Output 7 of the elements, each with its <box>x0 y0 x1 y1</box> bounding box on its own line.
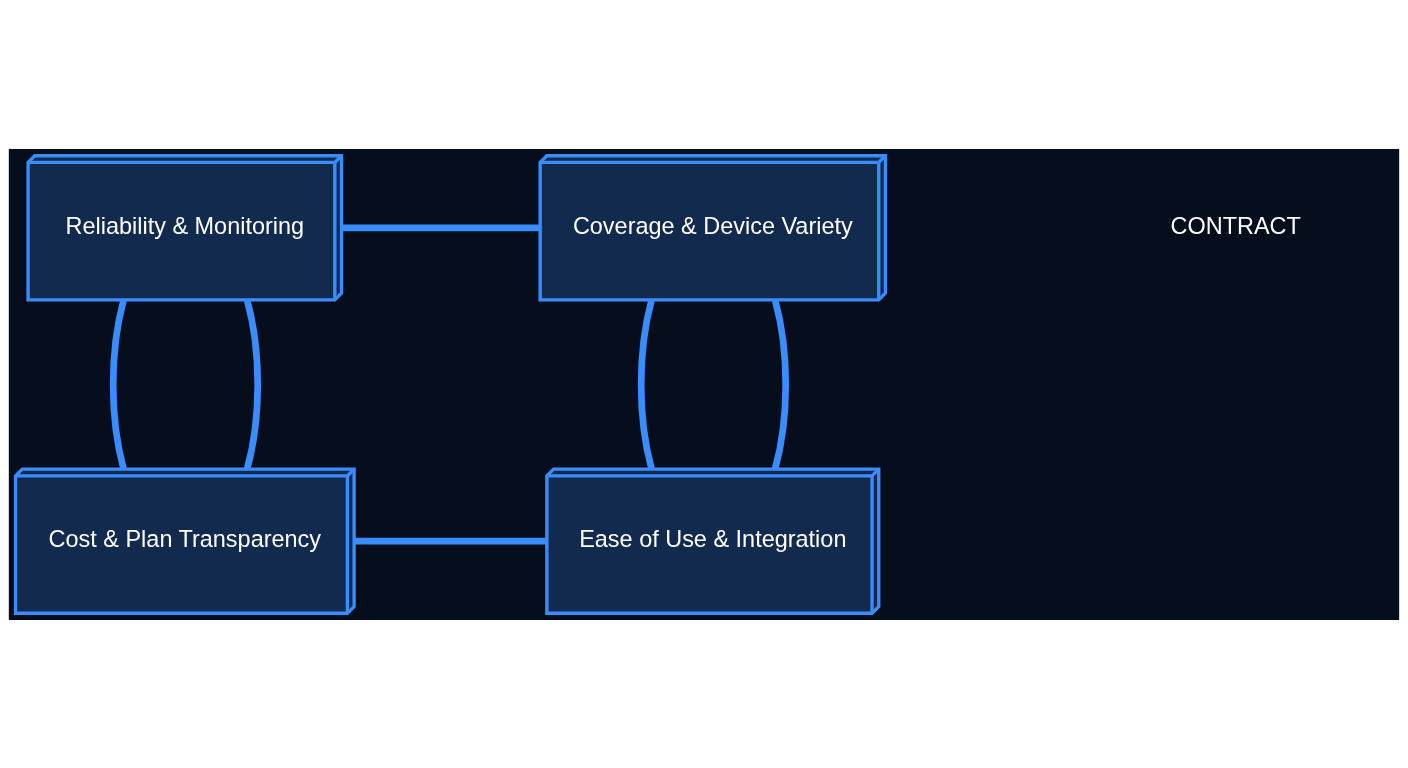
connector <box>243 299 262 470</box>
connector <box>637 299 655 470</box>
connector <box>354 537 547 545</box>
connector <box>771 299 790 470</box>
label: CONTRACT <box>1170 212 1301 239</box>
connector <box>109 299 127 470</box>
connector <box>341 223 540 231</box>
